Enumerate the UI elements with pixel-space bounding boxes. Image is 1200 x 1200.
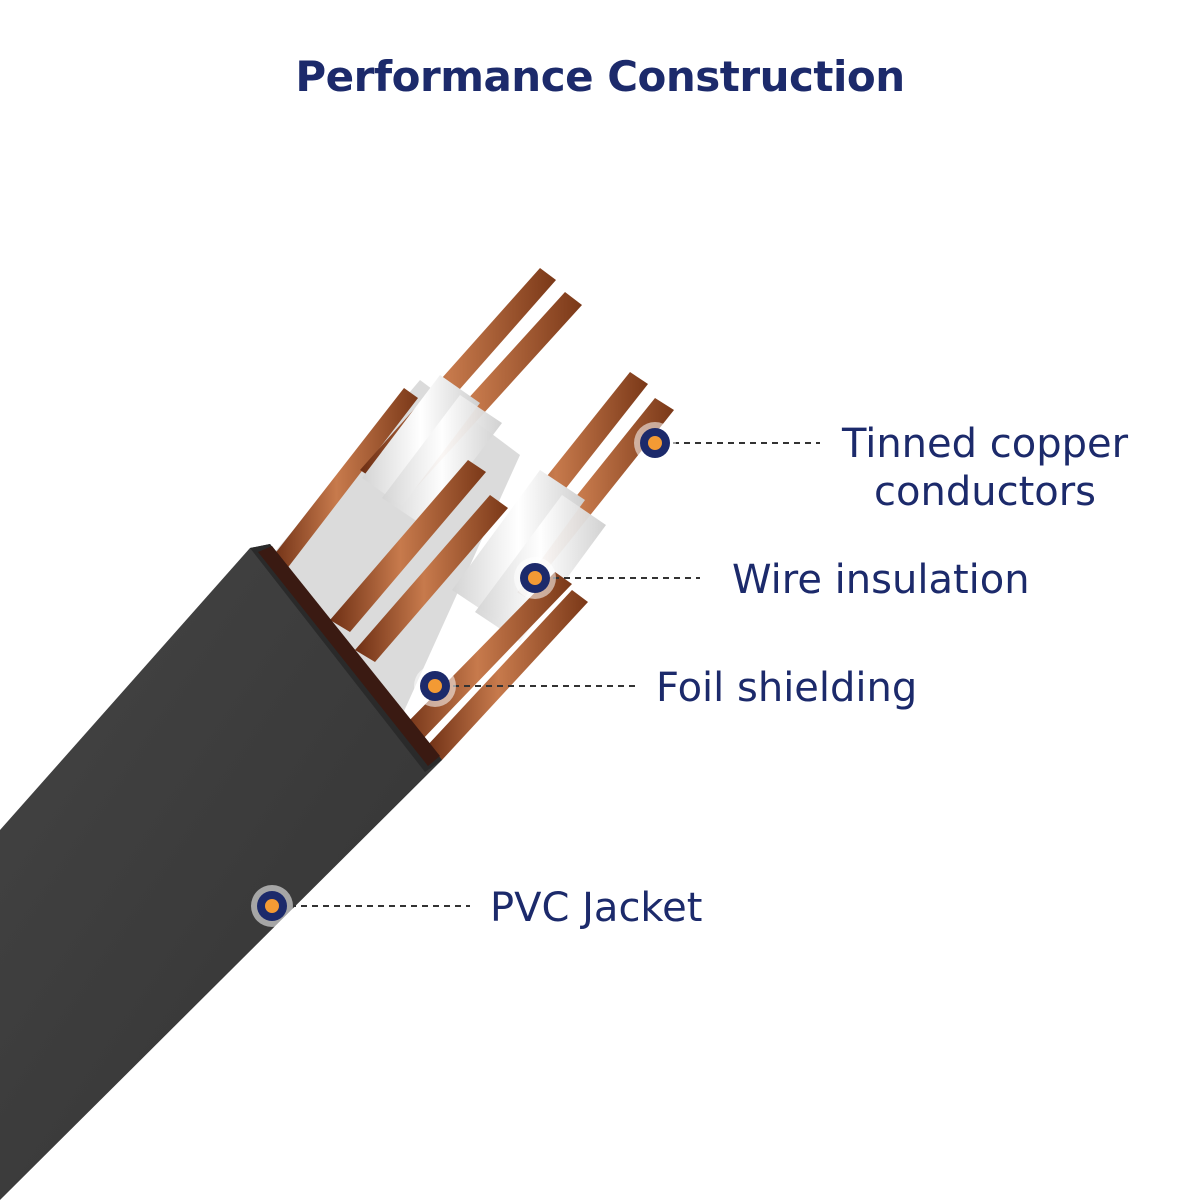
copper-conductor xyxy=(330,460,486,632)
callout-label-insulation: Wire insulation xyxy=(732,556,1030,604)
callout-text-line: Foil shielding xyxy=(656,665,918,711)
wire-insulation xyxy=(362,375,502,526)
copper-conductor xyxy=(355,495,508,662)
pvc-jacket xyxy=(0,544,442,1200)
copper-conductor xyxy=(270,388,418,570)
copper-conductor xyxy=(425,590,588,760)
callout-text-line: conductors xyxy=(874,469,1097,515)
page-title: Performance Construction xyxy=(295,52,905,101)
callout-dot-icon xyxy=(634,422,676,464)
callout-dot-icon xyxy=(414,665,456,707)
callout-text-line: Tinned copper xyxy=(842,421,1129,467)
callout-dot-icon xyxy=(514,557,556,599)
callout-text-line: Wire insulation xyxy=(732,557,1030,603)
callout-dot-icon xyxy=(251,885,293,927)
callout-text-line: PVC Jacket xyxy=(490,885,703,931)
callout-label-jacket: PVC Jacket xyxy=(490,884,702,932)
callout-label-foil: Foil shielding xyxy=(656,664,917,712)
